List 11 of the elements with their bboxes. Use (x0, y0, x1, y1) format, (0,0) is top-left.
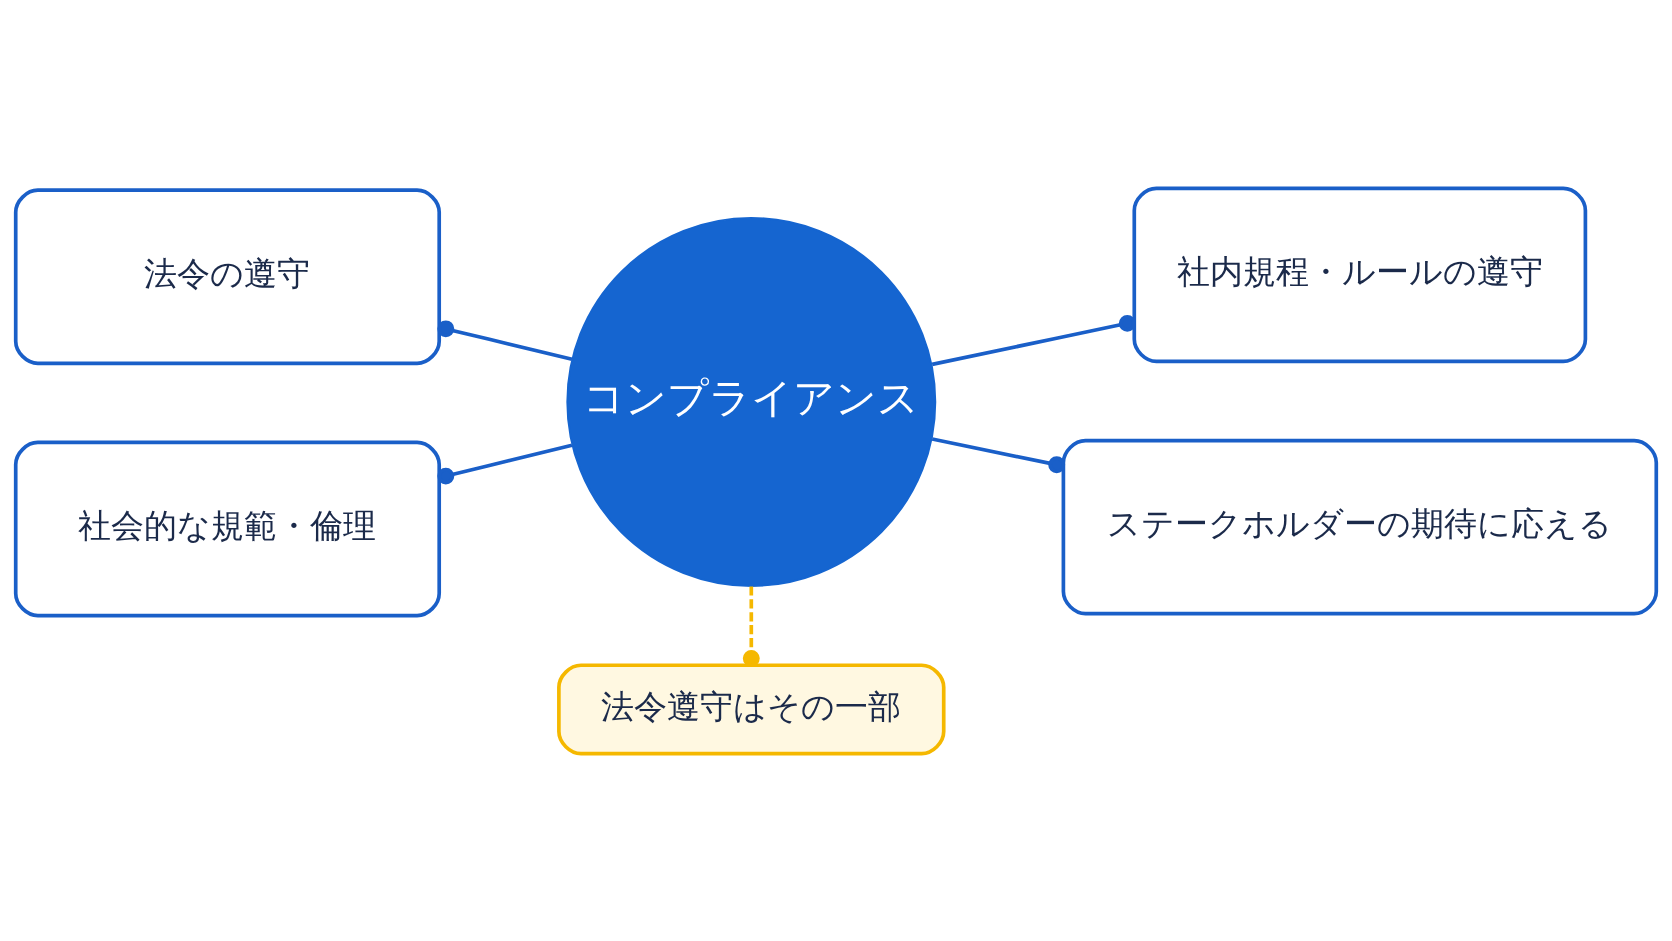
node-box: 社会的な規範・倫理 (13, 440, 442, 617)
node-box: 社内規程・ルールの遵守 (1132, 186, 1588, 363)
connector (437, 319, 573, 361)
connector (931, 436, 1066, 473)
node-box: ステークホルダーの期待に応える (1061, 438, 1659, 616)
node-box: 法令遵守はその一部 (557, 662, 946, 755)
connector (742, 585, 760, 667)
node-circle: コンプライアンス (566, 216, 937, 587)
connector (437, 443, 573, 485)
node-box: 法令の遵守 (13, 187, 442, 365)
connector (931, 314, 1136, 366)
